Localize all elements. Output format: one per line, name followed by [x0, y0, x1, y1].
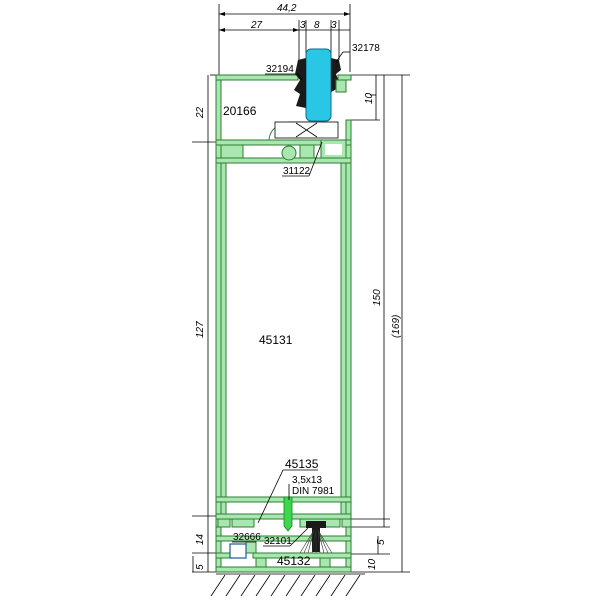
brush-seal: [299, 529, 333, 554]
label-screw-size: 3,5x13: [292, 475, 322, 486]
dim-right-5: 5: [376, 539, 387, 545]
glass-pane: [305, 48, 332, 122]
label-32178: 32178: [352, 43, 380, 54]
profile-45131: [215, 74, 352, 548]
label-32666: 32666: [233, 532, 261, 543]
dim-3b: 3: [331, 20, 337, 31]
dim-27: 27: [250, 20, 263, 31]
plug-32666: [229, 543, 247, 559]
label-32194: 32194: [266, 64, 294, 75]
dim-right-150: 150: [372, 289, 383, 306]
part-labels: 32194 32178 20166 31122 45131 45135 3,5x…: [223, 43, 380, 568]
label-32101: 32101: [264, 536, 292, 547]
label-45135: 45135: [285, 457, 319, 471]
left-dimension-group: 22 127 14 5: [192, 74, 219, 573]
dim-left-5: 5: [195, 564, 206, 570]
label-din: DIN 7981: [292, 486, 335, 497]
top-dimension-group: 44,2 27 3 8 3: [218, 3, 351, 75]
dim-left-127: 127: [195, 321, 206, 338]
profile-45132: [215, 526, 352, 573]
glazing-group: [274, 48, 347, 139]
dim-8: 8: [314, 20, 320, 31]
leader-lines: [232, 51, 350, 547]
label-45131: 45131: [259, 333, 293, 347]
floor-hatch: [210, 573, 365, 597]
label-20166: 20166: [223, 104, 257, 118]
right-dimension-group: 10 150 (169) 5 10: [350, 74, 410, 573]
glazing-bead: [335, 79, 347, 93]
gasket-32194: [294, 58, 306, 108]
dim-left-22: 22: [195, 106, 206, 119]
gasket-32178: [331, 58, 341, 92]
dim-right-169: (169): [391, 315, 402, 338]
screw-3-5x13: [283, 496, 293, 532]
label-45132: 45132: [277, 554, 311, 568]
dim-right-10-top: 10: [364, 92, 375, 104]
dim-total-width: 44,2: [277, 3, 297, 14]
dim-3a: 3: [300, 20, 306, 31]
dim-left-14: 14: [195, 533, 206, 545]
dim-right-10-bottom: 10: [367, 558, 378, 570]
label-31122: 31122: [283, 166, 311, 177]
hardware-group: [229, 496, 333, 559]
